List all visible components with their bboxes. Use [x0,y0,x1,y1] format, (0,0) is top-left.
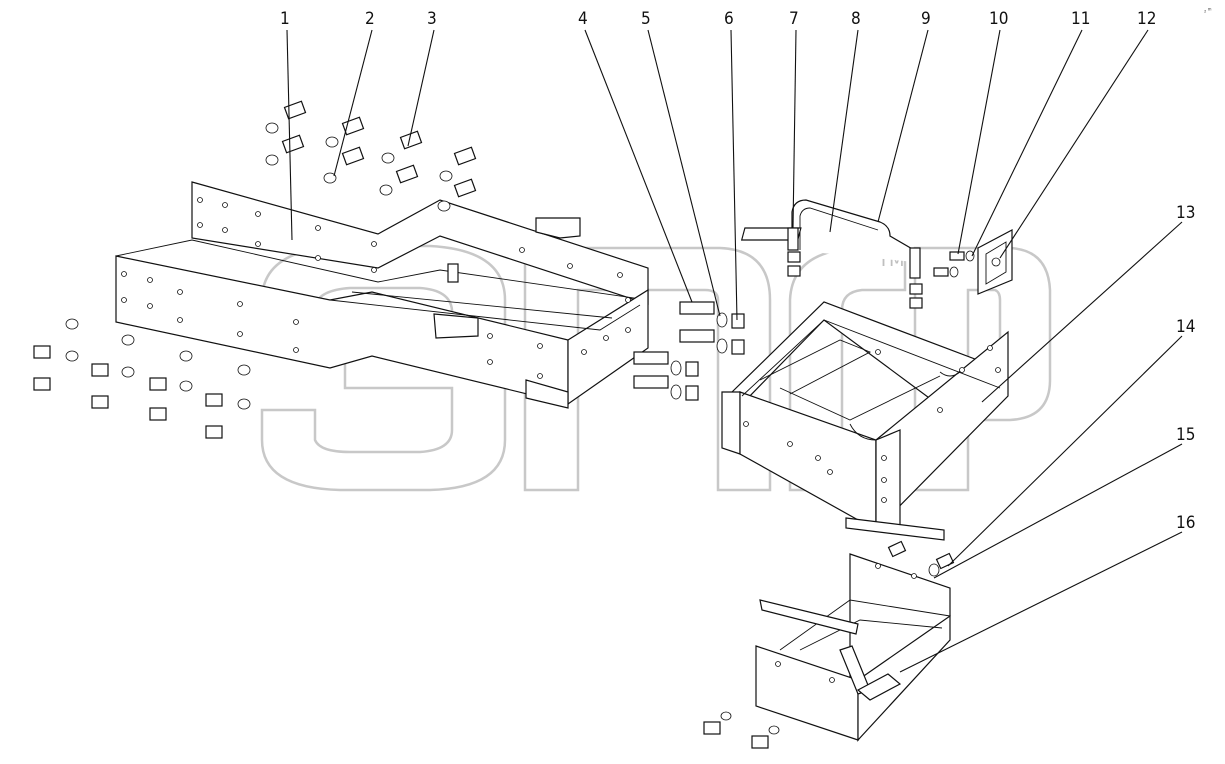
tray-assembly [703,540,955,749]
callout-10: 10 [989,9,1008,29]
hole-pattern [121,197,631,379]
callout-16: 16 [1176,513,1195,533]
callout-12: 12 [1137,9,1156,29]
latch-plate-assembly [933,229,1013,295]
handle-assembly [740,199,923,309]
box-frame [721,301,1009,541]
callout-4: 4 [578,9,588,29]
callout-14: 14 [1176,317,1195,337]
callout-6: 6 [724,9,734,29]
callout-8: 8 [851,9,861,29]
box-hole-pattern [743,345,1001,503]
callout-5: 5 [641,9,651,29]
callout-2: 2 [365,9,375,29]
callout-9: 9 [921,9,931,29]
callout-3: 3 [427,9,437,29]
callout-11: 11 [1071,9,1090,29]
callout-1: 1 [280,9,290,29]
callout-7: 7 [789,9,799,29]
corner-mark: ₂ ᵐ [1204,8,1212,14]
main-frame [115,181,649,409]
center-bolt-group [633,301,745,401]
callout-13: 13 [1176,203,1195,223]
leader-lines [286,29,1183,673]
callout-15: 15 [1176,425,1195,445]
callout-labels: 1 2 3 4 5 6 7 8 9 10 11 12 13 14 15 16 [280,9,1195,533]
left-bolt-group [33,100,477,439]
